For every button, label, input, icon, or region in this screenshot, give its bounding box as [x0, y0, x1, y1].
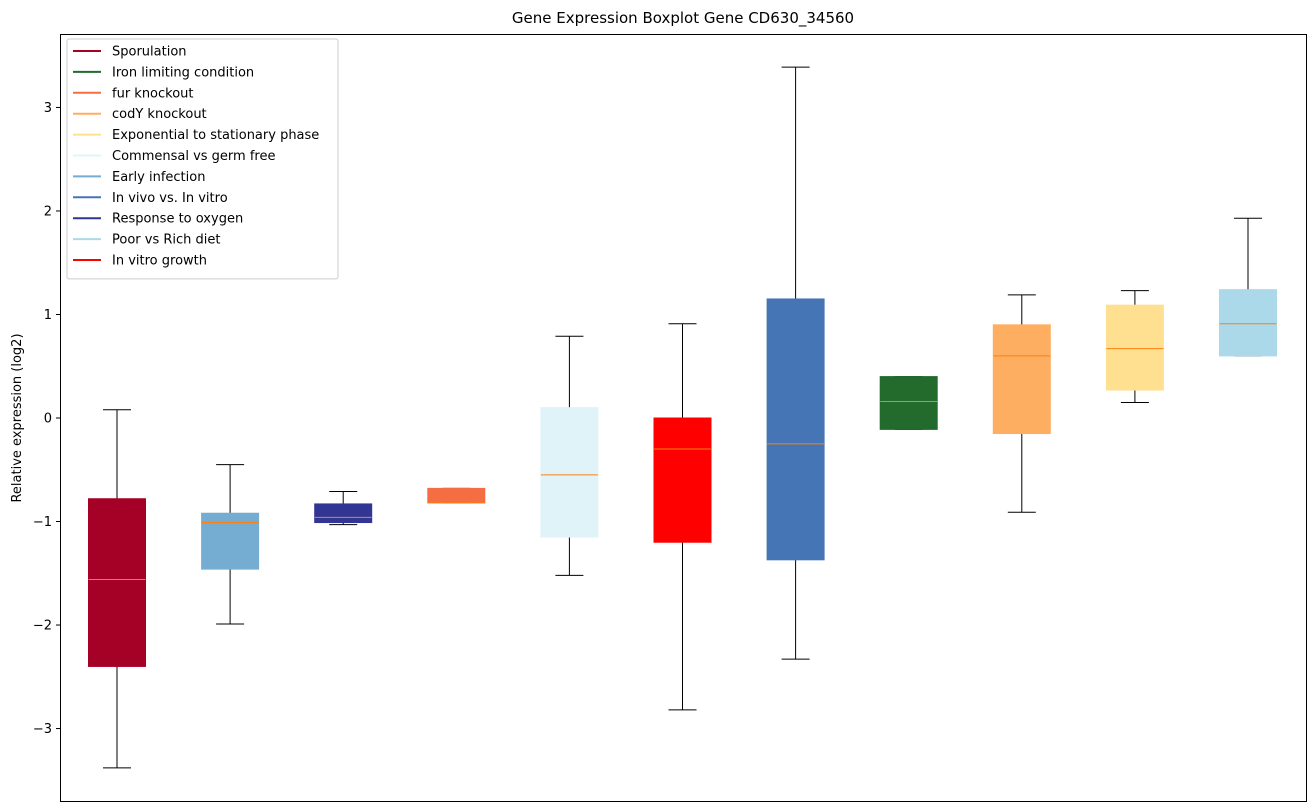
box-iqr — [201, 512, 260, 570]
legend-entry: In vitro growth — [73, 254, 207, 269]
box-in-vivo-vs-in-vitro — [766, 66, 825, 660]
legend-entry: In vivo vs. In vitro — [73, 191, 228, 206]
box-cody-knockout — [992, 294, 1051, 513]
legend-label: Commensal vs germ free — [112, 149, 275, 164]
box-iqr — [1219, 289, 1277, 357]
box-sporulation — [88, 409, 146, 769]
box-commensal-vs-germ-free — [540, 335, 599, 576]
y-axis-label: Relative expression (log2) — [10, 333, 25, 502]
legend-label: Early infection — [112, 170, 205, 185]
legend-entry: codY knockout — [73, 107, 207, 122]
box-fur-knockout — [427, 487, 486, 504]
box-iqr — [879, 376, 938, 430]
box-response-to-oxygen — [314, 490, 373, 526]
legend-entry: Early infection — [73, 170, 205, 185]
box-iqr — [540, 407, 599, 538]
box-iqr — [314, 503, 373, 524]
box-exponential-to-stationary-phase — [1105, 290, 1164, 403]
legend-label: In vitro growth — [112, 254, 207, 269]
box-in-vitro-growth — [653, 323, 712, 711]
box-poor-vs-rich-diet — [1219, 217, 1277, 357]
legend-label: Response to oxygen — [112, 212, 243, 227]
legend-entry: Sporulation — [73, 45, 187, 60]
box-iqr — [992, 324, 1051, 435]
y-tick-label: 1 — [44, 308, 52, 323]
y-axis: −3 −2 −1 0 1 2 3 — [33, 101, 61, 737]
legend-label: Sporulation — [112, 45, 187, 60]
chart-title: Gene Expression Boxplot Gene CD630_34560 — [512, 9, 854, 28]
box-early-infection — [201, 464, 260, 625]
y-tick-label: −2 — [33, 619, 52, 634]
box-iqr — [653, 417, 712, 543]
y-tick-label: −3 — [33, 722, 52, 737]
y-tick-label: −1 — [33, 515, 52, 530]
legend-label: Exponential to stationary phase — [112, 128, 319, 143]
legend-entry: Commensal vs germ free — [73, 149, 275, 164]
legend-box — [66, 38, 339, 280]
y-tick-label: 3 — [44, 101, 52, 116]
y-tick-label: 2 — [44, 204, 52, 219]
plot-frame — [60, 34, 1307, 802]
legend-label: In vivo vs. In vitro — [112, 191, 228, 206]
plot-area — [88, 66, 1277, 769]
legend-entry: Poor vs Rich diet — [73, 233, 220, 248]
legend-label: fur knockout — [112, 86, 194, 101]
y-tick-label: 0 — [44, 412, 52, 427]
box-iqr — [1105, 304, 1164, 391]
box-iron-limiting-condition — [879, 376, 938, 430]
box-iqr — [88, 498, 146, 667]
legend-entry: Response to oxygen — [73, 212, 243, 227]
legend-label: codY knockout — [112, 107, 207, 122]
box-iqr — [766, 298, 825, 561]
legend-entry: Exponential to stationary phase — [73, 128, 319, 143]
legend-label: Poor vs Rich diet — [112, 233, 220, 248]
box-iqr — [427, 487, 486, 504]
legend-label: Iron limiting condition — [112, 65, 254, 80]
legend-entry: Iron limiting condition — [73, 65, 254, 80]
legend-entry: fur knockout — [73, 86, 194, 101]
